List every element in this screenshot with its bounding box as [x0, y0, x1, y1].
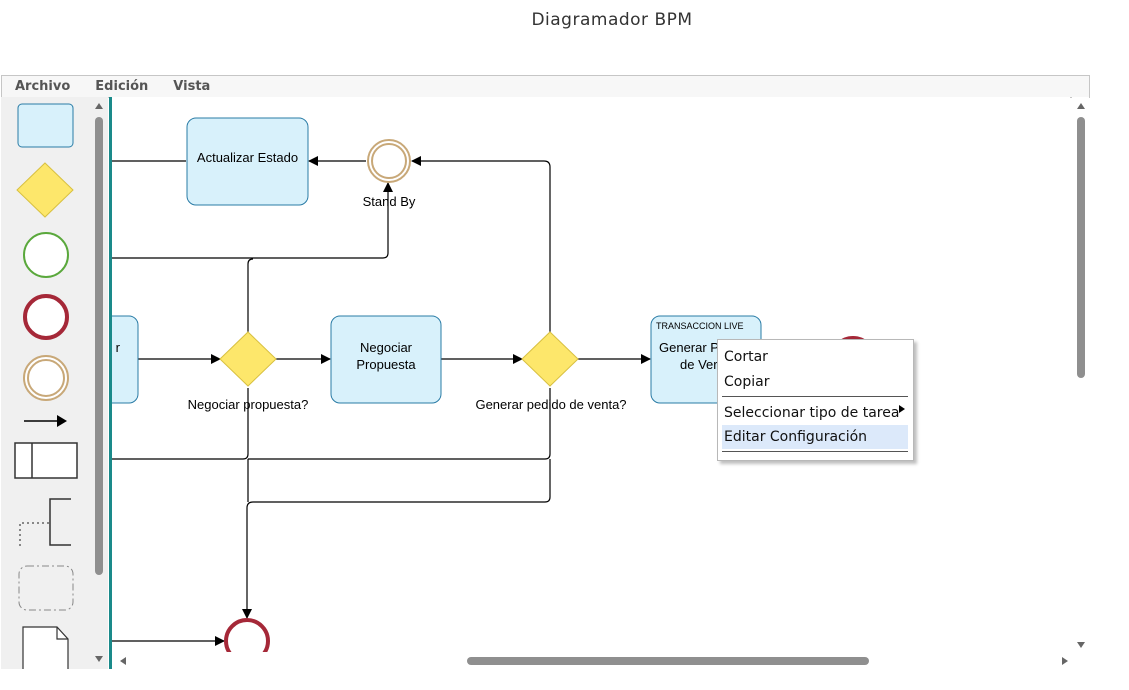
end-event-tool-icon[interactable]	[23, 294, 69, 340]
scroll-left-icon[interactable]	[120, 657, 126, 665]
flow-to-standby[interactable]	[112, 182, 393, 259]
start-event-tool-icon[interactable]	[23, 232, 69, 278]
menu-separator	[722, 451, 908, 452]
menubar: Archivo Edición Vista	[1, 75, 1090, 98]
gateway-tool-icon[interactable]	[16, 162, 74, 218]
task-negociar-line1: Negociar	[360, 340, 413, 355]
gateway-negociar-label: Negociar propuesta?	[188, 397, 309, 412]
palette-shapes	[14, 103, 78, 669]
palette-scroll-thumb[interactable]	[95, 117, 103, 575]
gateway-negociar-propuesta[interactable]: Negociar propuesta?	[188, 331, 309, 412]
horizontal-scroll-thumb[interactable]	[467, 657, 869, 665]
group-tool-icon[interactable]	[18, 565, 74, 611]
scroll-right-icon[interactable]	[1062, 657, 1068, 665]
vertical-scroll-thumb[interactable]	[1077, 117, 1085, 378]
task-actualizar-estado[interactable]: Actualizar Estado	[186, 117, 309, 206]
menu-item-cortar[interactable]: Cortar	[724, 349, 768, 365]
gateway-generar-pedido[interactable]: Generar pedido de venta?	[475, 331, 627, 412]
flow-to-end-event[interactable]	[242, 459, 551, 619]
flow-gateway2-to-standby[interactable]	[411, 156, 551, 332]
end-event-bottom[interactable]	[224, 618, 270, 652]
submenu-arrow-icon	[899, 405, 905, 413]
menu-separator	[722, 396, 908, 397]
menu-item-copiar[interactable]: Copiar	[724, 374, 770, 390]
intermediate-event-tool-icon[interactable]	[23, 355, 69, 401]
canvas-vertical-scrollbar[interactable]	[1072, 97, 1089, 652]
scroll-up-icon[interactable]	[1077, 103, 1085, 109]
data-object-tool-icon[interactable]	[22, 626, 69, 669]
task-negociar-line2: Propuesta	[356, 357, 416, 372]
task-partial[interactable]: r	[112, 315, 139, 404]
flow-gateway2-down[interactable]	[248, 388, 551, 460]
task-negociar-propuesta[interactable]: Negociar Propuesta	[330, 315, 442, 404]
task-generar-line2: de Ver	[680, 357, 718, 372]
menu-vista[interactable]: Vista	[173, 79, 211, 94]
app-title: Diagramador BPM	[531, 10, 693, 30]
connectors	[112, 156, 651, 646]
task-generar-line1: Generar P	[659, 340, 719, 355]
shape-palette	[1, 97, 90, 669]
annotation-tool-icon[interactable]	[19, 498, 71, 549]
palette-splitter[interactable]	[109, 97, 112, 669]
gateway-generar-label: Generar pedido de venta?	[475, 397, 626, 412]
task-generar-tag: TRANSACCION LIVE	[656, 321, 744, 331]
task-tool-icon[interactable]	[17, 103, 74, 148]
context-menu: Cortar Copiar Seleccionar tipo de tarea …	[717, 339, 914, 461]
scroll-up-icon[interactable]	[95, 103, 103, 109]
menu-item-editar-configuracion[interactable]: Editar Configuración	[724, 429, 868, 445]
palette-scrollbar[interactable]	[90, 97, 108, 669]
menu-item-highlight	[722, 425, 908, 449]
event-stand-by[interactable]: Stand By	[363, 139, 416, 209]
task-actualizar-estado-label: Actualizar Estado	[197, 150, 298, 165]
canvas-horizontal-scrollbar[interactable]	[112, 652, 1072, 669]
sequence-flow-tool-icon[interactable]	[24, 415, 67, 427]
scroll-down-icon[interactable]	[95, 656, 103, 662]
flow-gateway1-down[interactable]	[112, 388, 249, 460]
event-stand-by-label: Stand By	[363, 194, 416, 209]
menu-archivo[interactable]: Archivo	[15, 79, 71, 94]
flow-gateway1-up[interactable]	[247, 258, 254, 332]
scroll-down-icon[interactable]	[1077, 642, 1085, 648]
diagram-svg: r Actualizar Estado Stand By Negociar pr…	[112, 117, 876, 652]
menu-edicion[interactable]: Edición	[95, 79, 149, 94]
task-partial-label: r	[116, 340, 121, 355]
menu-item-seleccionar-tipo[interactable]: Seleccionar tipo de tarea	[724, 405, 900, 421]
diagram-canvas[interactable]: r Actualizar Estado Stand By Negociar pr…	[112, 97, 1070, 652]
pool-tool-icon[interactable]	[14, 442, 78, 479]
